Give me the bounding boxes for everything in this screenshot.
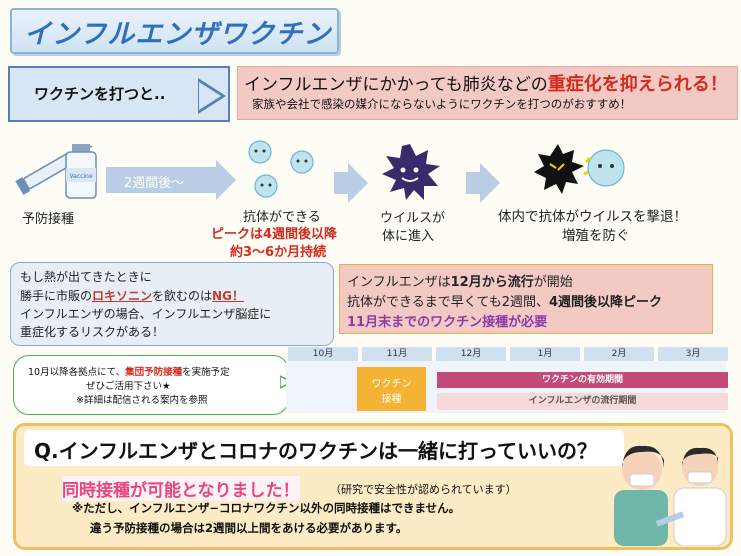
speech-line2: ぜひご活用下さい★ (86, 381, 171, 392)
flow-arrow-2 (334, 172, 348, 194)
speech-line1-red: 集団予防接種 (125, 367, 183, 378)
month-dec: 12月 (436, 347, 506, 361)
step-repel-line1: 体内で抗体がウイルスを撃退！ (498, 209, 687, 225)
step-virus-line1: ウイルスが (380, 211, 446, 226)
vaccine-vial-icon: Vaccine (65, 144, 97, 199)
faq-caveat2: 違う予防接種の場合は2週間以上間をあける必要があります。 (90, 521, 408, 535)
info-line2: 抗体ができるまで早くても2週間、4週間後以降ピーク (347, 291, 662, 310)
warning-box (10, 262, 334, 346)
speech-line1: 10月以降各拠点にて、集団予防接種を実施予定 (28, 364, 230, 378)
antibody-icon (248, 140, 314, 198)
warning-drug: ロキソニン (92, 289, 153, 303)
warning-line3: インフルエンザの場合、インフルエンザ脳症に (20, 307, 272, 321)
warning-line4: 重症化するリスクがある！ (20, 325, 165, 339)
warning-line1: もし熱が出てきたときに (20, 270, 152, 284)
speech-bubble: 10月以降各拠点にて、集団予防接種を実施予定 ぜひご活用下さい★ ※詳細は配信さ… (13, 355, 289, 415)
headline-box (237, 66, 738, 120)
info-line3: 11月末までのワクチン接種が必要 (347, 315, 548, 330)
warning-line2-prefix: 勝手に市販の (20, 289, 93, 303)
month-feb: 2月 (584, 347, 654, 361)
headline-subline: 家族や会社で感染の媒介にならないようにワクチンを打つのがおすすめ！ (252, 97, 632, 111)
headline-emphasis: 重症化を抑えられる！ (547, 74, 728, 95)
faq-answer-note: （研究で安全性が認められています） (330, 483, 517, 496)
step-antibody: 抗体ができる (243, 210, 321, 225)
info-line1: インフルエンザは12月から流行が開始 (347, 271, 573, 290)
faq-caveat1: ※ただし、インフルエンザ−コロナワクチン以外の同時接種はできません。 (72, 501, 461, 515)
speech-line1-suffix: を実施予定 (182, 367, 230, 378)
vaccine-label: Vaccine (69, 173, 92, 180)
title-banner (10, 8, 339, 54)
flow-arrow-2-tip (348, 163, 368, 203)
vaccination-line2: 接種 (381, 394, 402, 405)
month-jan: 1月 (510, 347, 580, 361)
flow-arrow-3 (466, 172, 480, 194)
info-line1-suffix: が開始 (533, 275, 573, 290)
headline-prefix: インフルエンザにかかっても肺炎などの (244, 75, 548, 95)
info-line1-prefix: インフルエンザは (347, 275, 451, 290)
info-line2-prefix: 抗体ができるまで早くても2週間、 (347, 295, 549, 310)
effective-period-bar: ワクチンの有効期間 (437, 372, 728, 388)
warning-line2: 勝手に市販のロキソニンを飲むのはNG！ (20, 287, 244, 304)
warning-line2-mid: を飲むのは (152, 289, 213, 303)
faq-question: Q.インフルエンザとコロナのワクチンは一緒に打っていいの？ (34, 439, 597, 463)
vaccination-period: ワクチン 接種 (357, 367, 426, 411)
flow-arrow-1 (106, 167, 216, 193)
warning-ng: NG！ (212, 289, 244, 303)
faq-question-box (24, 430, 624, 466)
step-vaccination: 予防接種 (22, 212, 75, 227)
two-weeks-label: 2週間後〜 (124, 176, 185, 191)
step-repel-line2: 増殖を防ぐ (562, 228, 630, 244)
antibody-attack-icon (534, 144, 625, 194)
speech-line1-prefix: 10月以降各拠点にて、 (28, 367, 126, 378)
step-antibody-peak: ピークは4週間後以降 (211, 227, 338, 242)
vaccination-line1: ワクチン (371, 379, 412, 390)
intro-label: ワクチンを打つと.. (34, 85, 166, 103)
step-virus-line2: 体に進入 (382, 229, 435, 244)
flu-season-bar: インフルエンザの流行期間 (437, 393, 728, 410)
flow-arrow-1-tip (216, 160, 236, 200)
info-line1-bold: 12月から流行 (450, 275, 534, 290)
info-line2-bold: 4週間後以降ピーク (548, 295, 663, 310)
faq-answer-head: 同時接種が可能となりました！ (62, 476, 300, 501)
flow-arrow-3-tip (480, 163, 500, 203)
month-mar: 3月 (658, 347, 728, 361)
vaccination-people-icon (614, 445, 727, 546)
page-title: インフルエンザワクチン (24, 19, 332, 50)
virus-icon (382, 144, 440, 200)
headline: インフルエンザにかかっても肺炎などの重症化を抑えられる！ (244, 70, 728, 96)
month-oct: 10月 (288, 347, 358, 361)
month-nov: 11月 (362, 347, 432, 361)
intro-label-box (8, 66, 230, 122)
speech-line3: ※詳細は配信される案内を参照 (76, 395, 208, 406)
intro-arrow-inner (199, 82, 221, 110)
info-box (339, 264, 713, 334)
step-antibody-duration: 約3〜6か月持続 (230, 245, 327, 260)
